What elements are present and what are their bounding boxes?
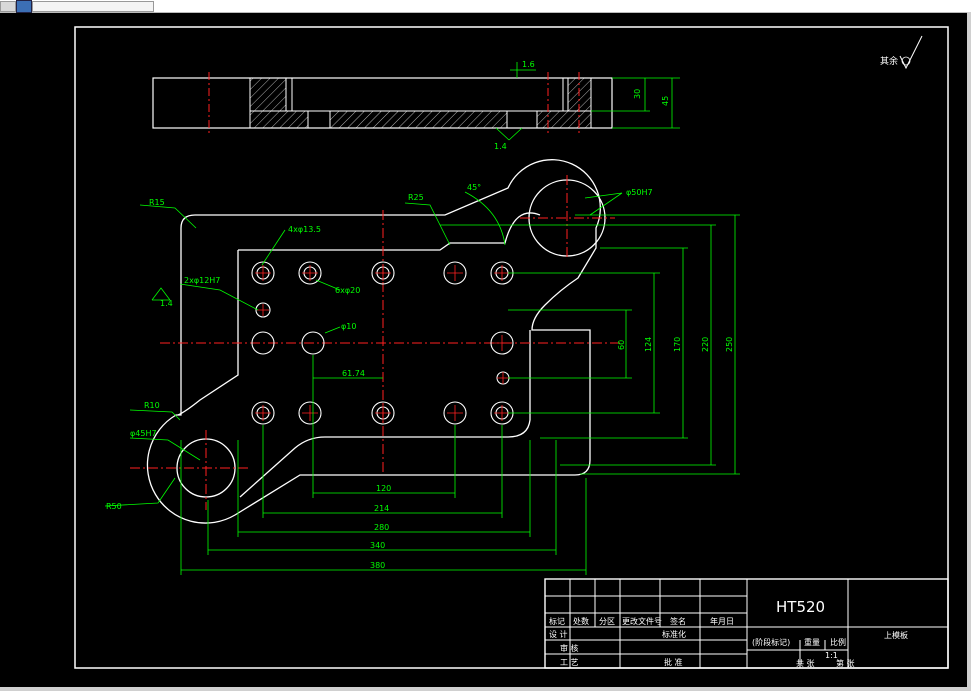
dim-v124: 124 [644,337,653,352]
dim-r25: R25 [408,193,424,202]
tb-process: 工 艺 [560,658,579,667]
dim-v220: 220 [701,337,710,352]
dim-hole-bottom: φ45H7 [130,429,157,438]
dim-phi10: φ10 [341,322,356,331]
plan-dimension-texts: R15 R25 45° φ50H7 4xφ13.5 6xφ20 2xφ12H7 … [106,183,734,570]
roughness-other-symbol: 其余 [880,35,923,70]
tb-count: 处数 [573,616,589,626]
dim-h214: 214 [374,504,389,513]
dim-holes-2x12: 2xφ12H7 [184,276,220,285]
dim-angle: 45° [467,183,481,192]
tb-stage: (阶段标记) [752,637,790,647]
roughness-14a-label: 1.4 [494,142,507,151]
center-lines [130,175,620,510]
dim-h45: 45 [661,96,670,106]
dim-holes-4x135: 4xφ13.5 [288,225,321,234]
tb-date: 年月日 [710,616,734,626]
tb-weight: 重量 [804,637,820,647]
window-bottom-edge [0,687,971,691]
dim-v250: 250 [725,337,734,352]
dim-v60: 60 [617,340,626,350]
tb-zone: 分区 [599,617,615,626]
dim-h280: 280 [374,523,389,532]
dim-v170: 170 [673,337,682,352]
dim-r10: R10 [144,401,160,410]
tb-scale: 比例 [830,637,846,647]
dim-d61: 61.74 [342,369,365,378]
tb-scale-val: 1:1 [825,651,838,660]
dim-h340: 340 [370,541,385,550]
plan-view-outline [146,159,601,524]
dim-h30: 30 [633,89,642,99]
window-toolbar [0,0,971,13]
toolbar-button[interactable] [16,0,32,13]
hole-crosshairs [255,265,510,421]
dim-holes-6x20: 6xφ20 [335,286,360,295]
tb-part-name: 上模板 [884,630,908,640]
roughness-16-label: 1.6 [522,60,535,69]
sheet-border [74,26,949,669]
window-right-edge [967,12,971,691]
material-label: HT520 [776,598,825,616]
tb-design: 设 计 [549,629,568,639]
tb-docno: 更改文件号 [622,616,662,626]
dim-h120: 120 [376,484,391,493]
tb-sign: 签名 [670,616,686,626]
title-block [544,578,949,669]
tb-sheet-total: 共 张 [796,659,815,668]
tb-marks: 标记 [549,616,565,626]
section-view-dimensions [495,62,680,141]
toolbar-input[interactable] [32,1,154,12]
dim-r50: R50 [106,502,122,511]
dim-hole-top: φ50H7 [626,188,653,197]
tb-approve: 批 准 [664,657,683,667]
dim-h380: 380 [370,561,385,570]
plan-dimension-lines [104,191,740,575]
title-block-texts: 标记 处数 分区 更改文件号 签名 年月日 设 计 标准化 审 核 工 艺 批 … [549,616,908,668]
tb-standard: 标准化 [662,629,686,639]
tb-review: 审 核 [560,643,579,653]
dim-roughness-14b: 1.4 [160,299,173,308]
cad-drawing-canvas[interactable]: 其余 30 45 1.6 1.4 [0,13,971,691]
tb-sheet-no: 第 张 [836,658,855,668]
dim-r15: R15 [149,198,165,207]
menu-icon[interactable] [0,1,16,12]
roughness-other-label: 其余 [880,55,898,67]
section-view [152,72,613,134]
